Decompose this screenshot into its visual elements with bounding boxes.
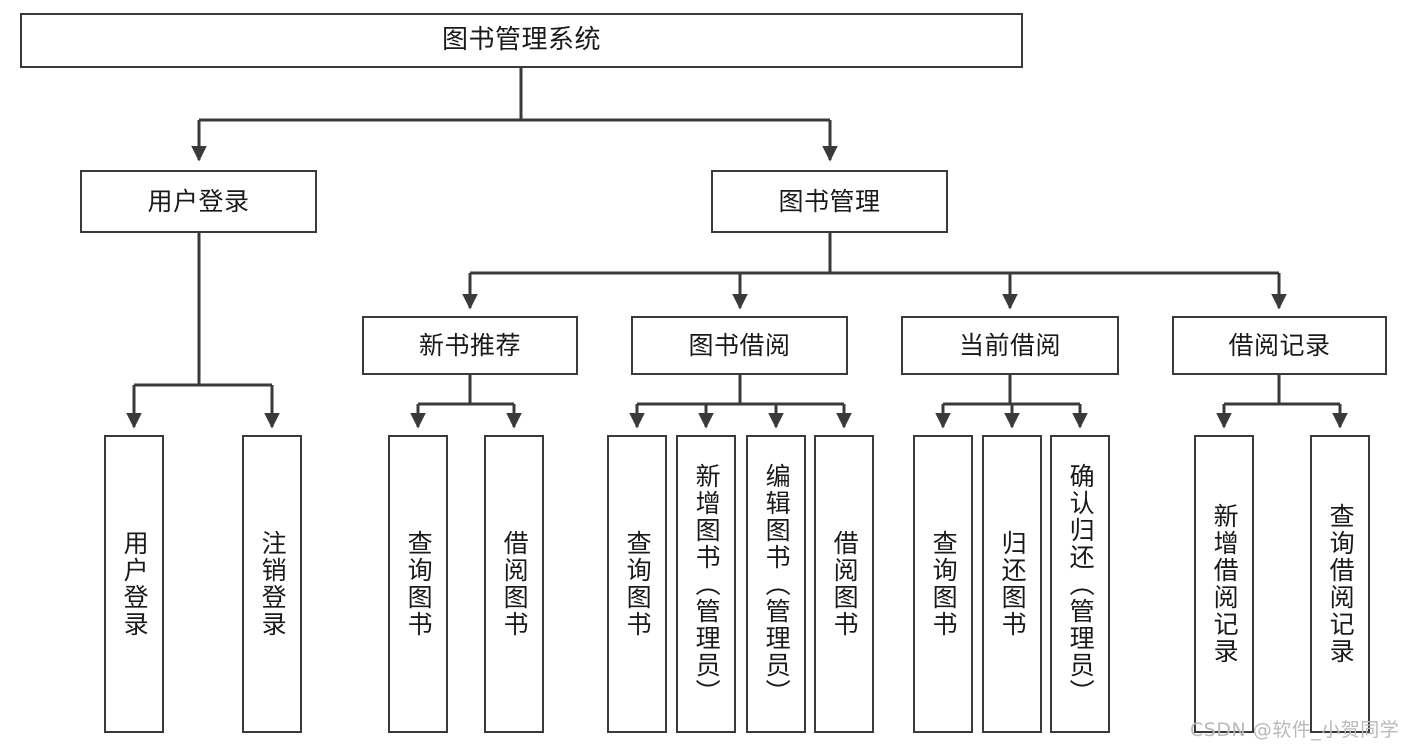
leaf-borrow-book-new[interactable]: 借阅图书 (484, 435, 544, 733)
node-root-system[interactable]: 图书管理系统 (20, 13, 1023, 68)
leaf-confirm-return-admin[interactable]: 确认归还（管理员） (1050, 435, 1110, 733)
node-label: 查询借阅记录 (1326, 503, 1356, 665)
node-book-borrow[interactable]: 图书借阅 (631, 316, 848, 375)
node-label: 新增图书（管理员） (692, 462, 722, 706)
node-label: 新书推荐 (418, 330, 521, 360)
node-label: 用户登录 (120, 530, 150, 638)
node-label: 用户登录 (147, 186, 250, 216)
node-label: 图书管理 (778, 186, 881, 216)
node-label: 查询图书 (929, 530, 959, 638)
node-label: 借阅图书 (830, 530, 860, 638)
leaf-query-book-current[interactable]: 查询图书 (913, 435, 973, 733)
watermark-text: CSDN @软件_小贺同学 (1190, 719, 1400, 741)
node-label: 注销登录 (258, 530, 288, 638)
node-book-management[interactable]: 图书管理 (711, 170, 948, 233)
node-borrow-record[interactable]: 借阅记录 (1172, 316, 1387, 375)
node-user-login[interactable]: 用户登录 (80, 170, 317, 233)
node-label: 借阅图书 (500, 530, 530, 638)
node-label: 编辑图书（管理员） (762, 462, 792, 706)
node-current-borrow[interactable]: 当前借阅 (901, 316, 1119, 375)
leaf-add-borrow-record[interactable]: 新增借阅记录 (1194, 435, 1254, 733)
node-label: 借阅记录 (1228, 330, 1331, 360)
node-new-book-recommend[interactable]: 新书推荐 (362, 316, 578, 375)
node-label: 新增借阅记录 (1210, 503, 1240, 665)
leaf-return-book[interactable]: 归还图书 (982, 435, 1042, 733)
node-label: 查询图书 (404, 530, 434, 638)
node-label: 图书借阅 (688, 330, 791, 360)
leaf-user-logout[interactable]: 注销登录 (242, 435, 302, 733)
leaf-query-borrow-record[interactable]: 查询借阅记录 (1310, 435, 1370, 733)
leaf-query-book-new[interactable]: 查询图书 (388, 435, 448, 733)
leaf-add-book-admin[interactable]: 新增图书（管理员） (676, 435, 736, 733)
node-label: 归还图书 (998, 530, 1028, 638)
node-label: 当前借阅 (958, 330, 1061, 360)
node-label: 查询图书 (623, 530, 653, 638)
node-label: 图书管理系统 (441, 24, 601, 55)
leaf-query-book-borrow[interactable]: 查询图书 (607, 435, 667, 733)
leaf-borrow-book[interactable]: 借阅图书 (814, 435, 874, 733)
leaf-edit-book-admin[interactable]: 编辑图书（管理员） (746, 435, 806, 733)
node-label: 确认归还（管理员） (1066, 462, 1096, 706)
leaf-user-login[interactable]: 用户登录 (104, 435, 164, 733)
